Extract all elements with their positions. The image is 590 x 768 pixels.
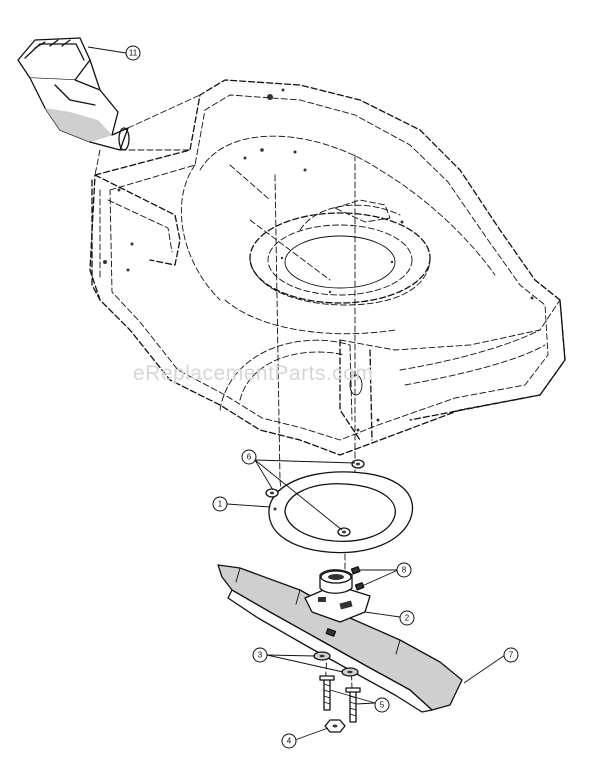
callout-3: 3: [252, 647, 268, 663]
callout-2: 2: [399, 610, 415, 626]
callout-label: 7: [509, 651, 514, 660]
callout-11: 11: [125, 45, 141, 61]
discharge-chute: [17, 37, 201, 151]
callout-label: 5: [380, 701, 385, 710]
callout-label: 4: [287, 737, 292, 746]
mower-deck: [89, 79, 566, 481]
blade-hardware: [313, 651, 361, 733]
baffle-plate: [268, 471, 414, 554]
callout-8: 8: [396, 562, 412, 578]
callout-label: 11: [129, 49, 138, 58]
callout-4: 4: [281, 733, 297, 749]
callout-label: 3: [258, 651, 263, 660]
callout-1: 1: [212, 496, 228, 512]
callout-label: 1: [218, 500, 223, 509]
callout-6: 6: [241, 449, 257, 465]
callout-7: 7: [503, 647, 519, 663]
watermark: eReplacementParts.com: [133, 362, 373, 385]
leader-lines: [87, 46, 506, 741]
blade-adapter: [304, 566, 371, 623]
callout-label: 6: [247, 453, 252, 462]
callout-label: 8: [402, 566, 407, 575]
callout-5: 5: [374, 697, 390, 713]
callout-label: 2: [405, 614, 410, 623]
